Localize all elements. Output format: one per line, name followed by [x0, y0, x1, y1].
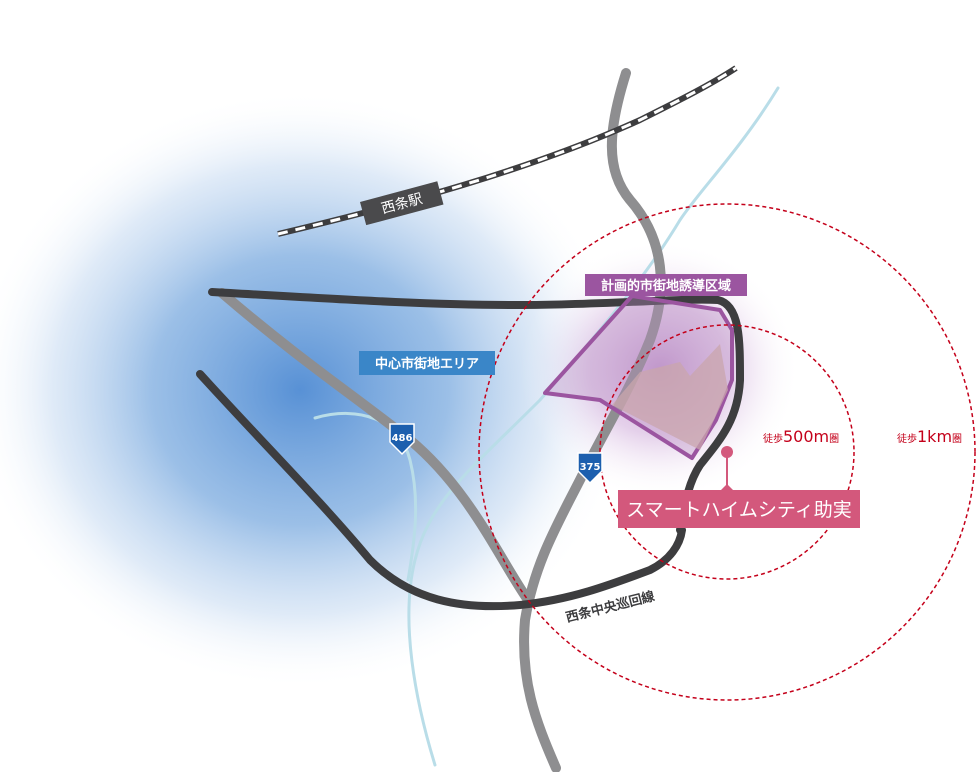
planned-area-label: 計画的市街地誘導区域 — [585, 274, 747, 296]
route-486-shield: 486 — [389, 423, 415, 456]
route-375-label: 375 — [580, 462, 601, 473]
walk-1km-label: 徒歩1km圏 — [897, 427, 962, 446]
site-pin-dot — [721, 446, 733, 458]
central-area-glow — [0, 90, 630, 690]
walk-500m-label: 徒歩500m圏 — [763, 427, 839, 446]
walk-500m-circle — [599, 324, 855, 580]
central-area-label-text: 中心市街地エリア — [375, 356, 479, 372]
route-375-road — [519, 68, 666, 772]
planned-area-label-text: 計画的市街地誘導区域 — [601, 278, 731, 294]
site-label-text: スマートハイムシティ助実 — [626, 499, 852, 521]
ring-road — [196, 370, 686, 611]
central-area-label: 中心市街地エリア — [359, 351, 495, 375]
site-label: スマートハイムシティ助実 — [618, 490, 860, 528]
river-main — [407, 86, 780, 767]
river-west-branch — [313, 411, 418, 582]
route-486-label: 486 — [392, 433, 413, 444]
northern-road — [208, 288, 744, 534]
site-area — [612, 344, 728, 450]
dark-roads — [196, 288, 744, 611]
route-375-shield: 375 — [577, 452, 603, 485]
site-pin — [721, 446, 733, 490]
rivers — [313, 86, 780, 767]
walk-1km-circle — [478, 203, 976, 701]
